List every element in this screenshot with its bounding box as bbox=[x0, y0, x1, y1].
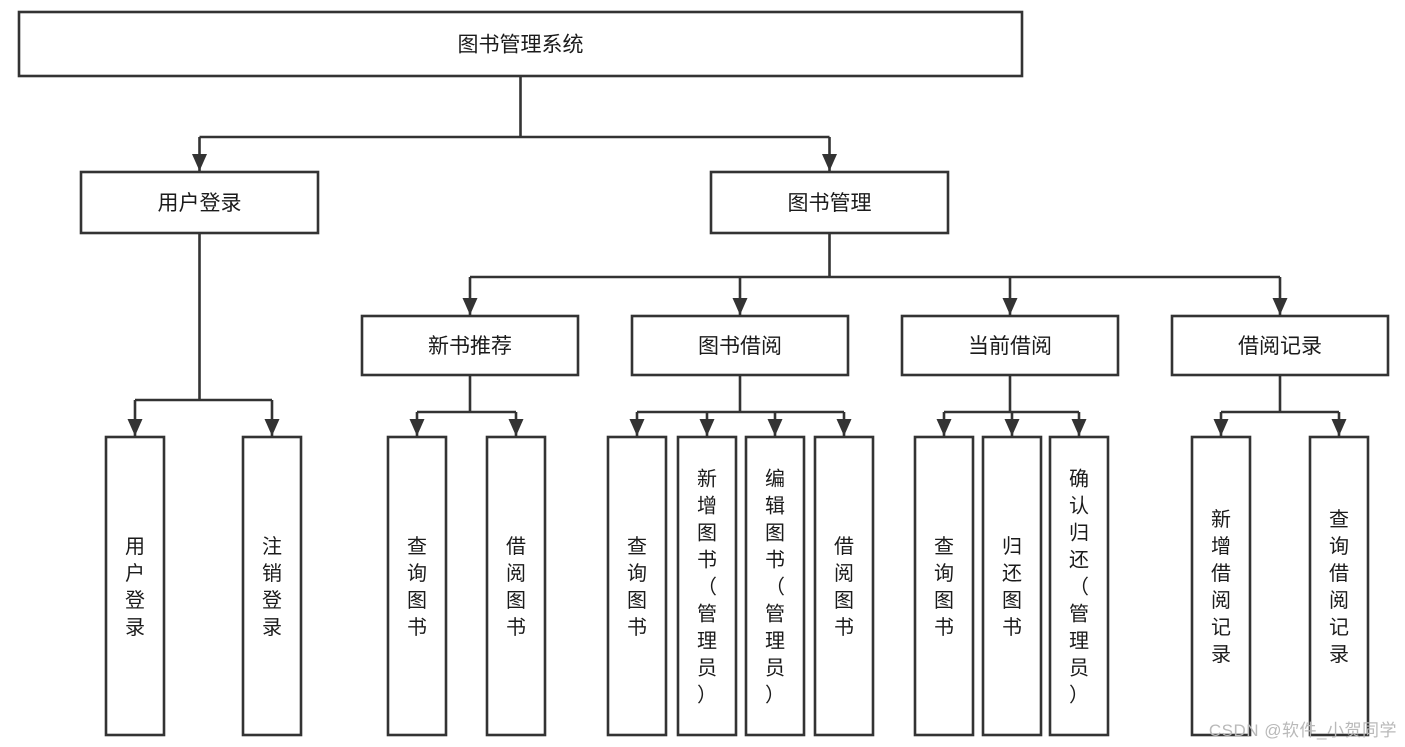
arrow-head-icon bbox=[936, 419, 952, 436]
node-label: 借阅图书 bbox=[834, 535, 854, 639]
node-box bbox=[485, 435, 547, 737]
node-borrow-record[interactable]: 借阅记录 bbox=[1170, 314, 1390, 377]
node-label: 编辑图书（管理员） bbox=[765, 468, 785, 707]
node-leaf-return-book[interactable]: 归还图书 bbox=[981, 435, 1043, 737]
arrow-head-icon bbox=[1331, 419, 1347, 436]
arrow-head-icon bbox=[732, 298, 748, 315]
node-book-management[interactable]: 图书管理 bbox=[709, 170, 950, 235]
node-label: 查询借阅记录 bbox=[1329, 508, 1349, 666]
node-box bbox=[79, 170, 320, 235]
node-book-borrow[interactable]: 图书借阅 bbox=[630, 314, 850, 377]
node-box bbox=[1048, 435, 1110, 737]
node-box bbox=[630, 314, 850, 377]
node-box bbox=[913, 435, 975, 737]
node-leaf-query-book-rec[interactable]: 查询图书 bbox=[386, 435, 448, 737]
node-label: 图书管理系统 bbox=[458, 34, 584, 57]
arrow-head-icon bbox=[264, 419, 280, 436]
node-leaf-query-book-borrow[interactable]: 查询图书 bbox=[606, 435, 668, 737]
node-new-book-recommend[interactable]: 新书推荐 bbox=[360, 314, 580, 377]
node-box bbox=[981, 435, 1043, 737]
node-label: 查询图书 bbox=[627, 535, 647, 639]
node-label: 归还图书 bbox=[1002, 535, 1022, 639]
node-box bbox=[1308, 435, 1370, 737]
arrow-head-icon bbox=[192, 154, 207, 171]
node-box bbox=[676, 435, 738, 737]
arrow-head-icon bbox=[1004, 419, 1020, 436]
node-box bbox=[900, 314, 1120, 377]
csdn-watermark: CSDN @软件_小贺同学 bbox=[1208, 721, 1397, 740]
arrow-head-icon bbox=[1272, 298, 1288, 315]
node-label: 注销登录 bbox=[262, 535, 282, 639]
arrow-head-icon bbox=[836, 419, 852, 436]
node-user-login[interactable]: 用户登录 bbox=[79, 170, 320, 235]
node-leaf-logout[interactable]: 注销登录 bbox=[241, 435, 303, 737]
node-label: 查询图书 bbox=[934, 535, 954, 639]
node-layer: 图书管理系统用户登录图书管理新书推荐图书借阅当前借阅借阅记录用户登录注销登录查询… bbox=[17, 10, 1390, 737]
arrow-head-icon bbox=[1213, 419, 1229, 436]
arrow-head-icon bbox=[127, 419, 143, 436]
node-label: 查询图书 bbox=[407, 535, 427, 639]
node-leaf-add-borrow-record[interactable]: 新增借阅记录 bbox=[1190, 435, 1252, 737]
node-label: 图书借阅 bbox=[698, 335, 782, 358]
node-root[interactable]: 图书管理系统 bbox=[17, 10, 1024, 78]
node-box bbox=[1190, 435, 1252, 737]
node-box bbox=[360, 314, 580, 377]
node-label: 图书管理 bbox=[788, 192, 872, 215]
arrow-head-icon bbox=[1002, 298, 1018, 315]
arrow-head-icon bbox=[409, 419, 425, 436]
node-label: 新书推荐 bbox=[428, 335, 512, 358]
arrow-head-icon bbox=[767, 419, 783, 436]
node-leaf-edit-book[interactable]: 编辑图书（管理员） bbox=[744, 435, 806, 737]
node-leaf-add-book[interactable]: 新增图书（管理员） bbox=[676, 435, 738, 737]
arrow-head-icon bbox=[699, 419, 715, 436]
arrow-head-icon bbox=[822, 154, 837, 171]
arrow-head-icon bbox=[462, 298, 478, 315]
node-box bbox=[709, 170, 950, 235]
node-box bbox=[813, 435, 875, 737]
node-box bbox=[104, 435, 166, 737]
arrow-head-icon bbox=[508, 419, 524, 436]
node-label: 确认归还（管理员） bbox=[1069, 468, 1089, 707]
node-label: 新增图书（管理员） bbox=[697, 468, 717, 707]
connector-layer bbox=[127, 76, 1347, 436]
node-label: 当前借阅 bbox=[968, 335, 1052, 358]
node-leaf-confirm-return[interactable]: 确认归还（管理员） bbox=[1048, 435, 1110, 737]
arrow-head-icon bbox=[629, 419, 645, 436]
node-box bbox=[386, 435, 448, 737]
node-label: 用户登录 bbox=[158, 192, 242, 215]
node-leaf-user-login[interactable]: 用户登录 bbox=[104, 435, 166, 737]
node-label: 借阅记录 bbox=[1238, 335, 1322, 358]
node-label: 用户登录 bbox=[125, 536, 145, 639]
arrow-head-icon bbox=[1071, 419, 1087, 436]
node-box bbox=[606, 435, 668, 737]
node-label: 借阅图书 bbox=[506, 535, 526, 639]
node-leaf-borrow-book-rec[interactable]: 借阅图书 bbox=[485, 435, 547, 737]
node-box bbox=[1170, 314, 1390, 377]
node-leaf-borrow-book[interactable]: 借阅图书 bbox=[813, 435, 875, 737]
node-label: 新增借阅记录 bbox=[1211, 508, 1231, 666]
node-leaf-query-borrow-record[interactable]: 查询借阅记录 bbox=[1308, 435, 1370, 737]
node-box bbox=[241, 435, 303, 737]
node-box bbox=[17, 10, 1024, 78]
node-current-borrow[interactable]: 当前借阅 bbox=[900, 314, 1120, 377]
node-leaf-query-book-current[interactable]: 查询图书 bbox=[913, 435, 975, 737]
node-box bbox=[744, 435, 806, 737]
